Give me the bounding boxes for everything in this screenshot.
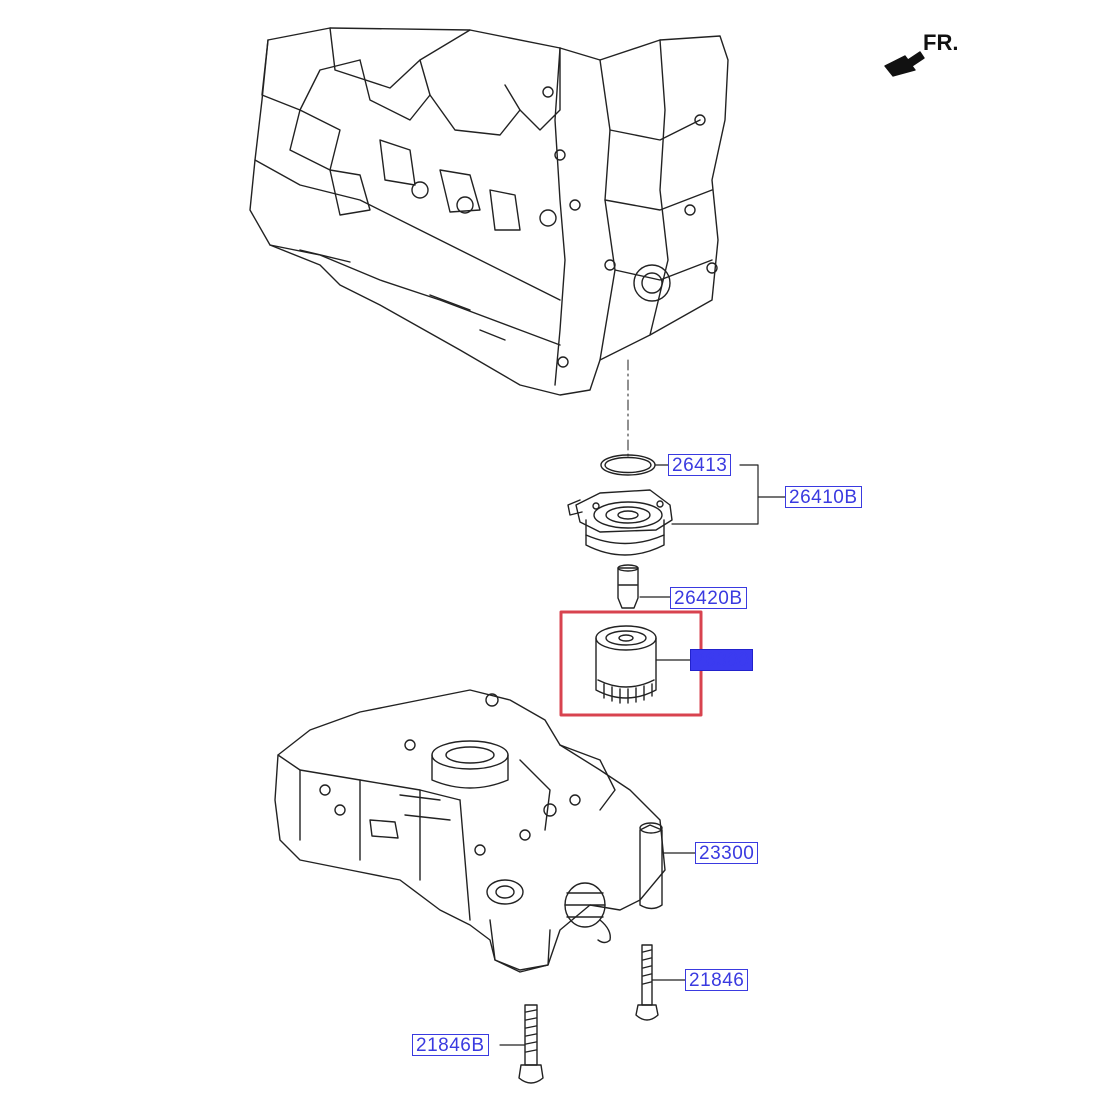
part-label-26410B[interactable]: 26410B (785, 486, 862, 508)
engine-block-drawing (249, 27, 729, 396)
oil-pump-drawing (274, 689, 666, 973)
part-label-21846B[interactable]: 21846B (412, 1034, 489, 1056)
selected-part-highlight (559, 610, 703, 717)
front-direction-arrow-icon (884, 51, 925, 77)
oil-filter-drawing (595, 625, 657, 704)
part-label-21846[interactable]: 21846 (685, 969, 749, 991)
bolt-21846-drawing (635, 944, 659, 1021)
part-label-26413[interactable]: 26413 (668, 454, 732, 476)
part-label-26420B[interactable]: 26420B (670, 587, 747, 609)
bolt-21846B-drawing (518, 1004, 544, 1084)
front-direction-label: FR. (923, 30, 959, 55)
oil-cooler-drawing (567, 489, 673, 556)
connector-bolt-drawing (617, 564, 639, 609)
part-label-26300[interactable]: 26300 (690, 649, 754, 671)
part-label-23300[interactable]: 23300 (695, 842, 759, 864)
leader-lines (499, 464, 786, 1046)
